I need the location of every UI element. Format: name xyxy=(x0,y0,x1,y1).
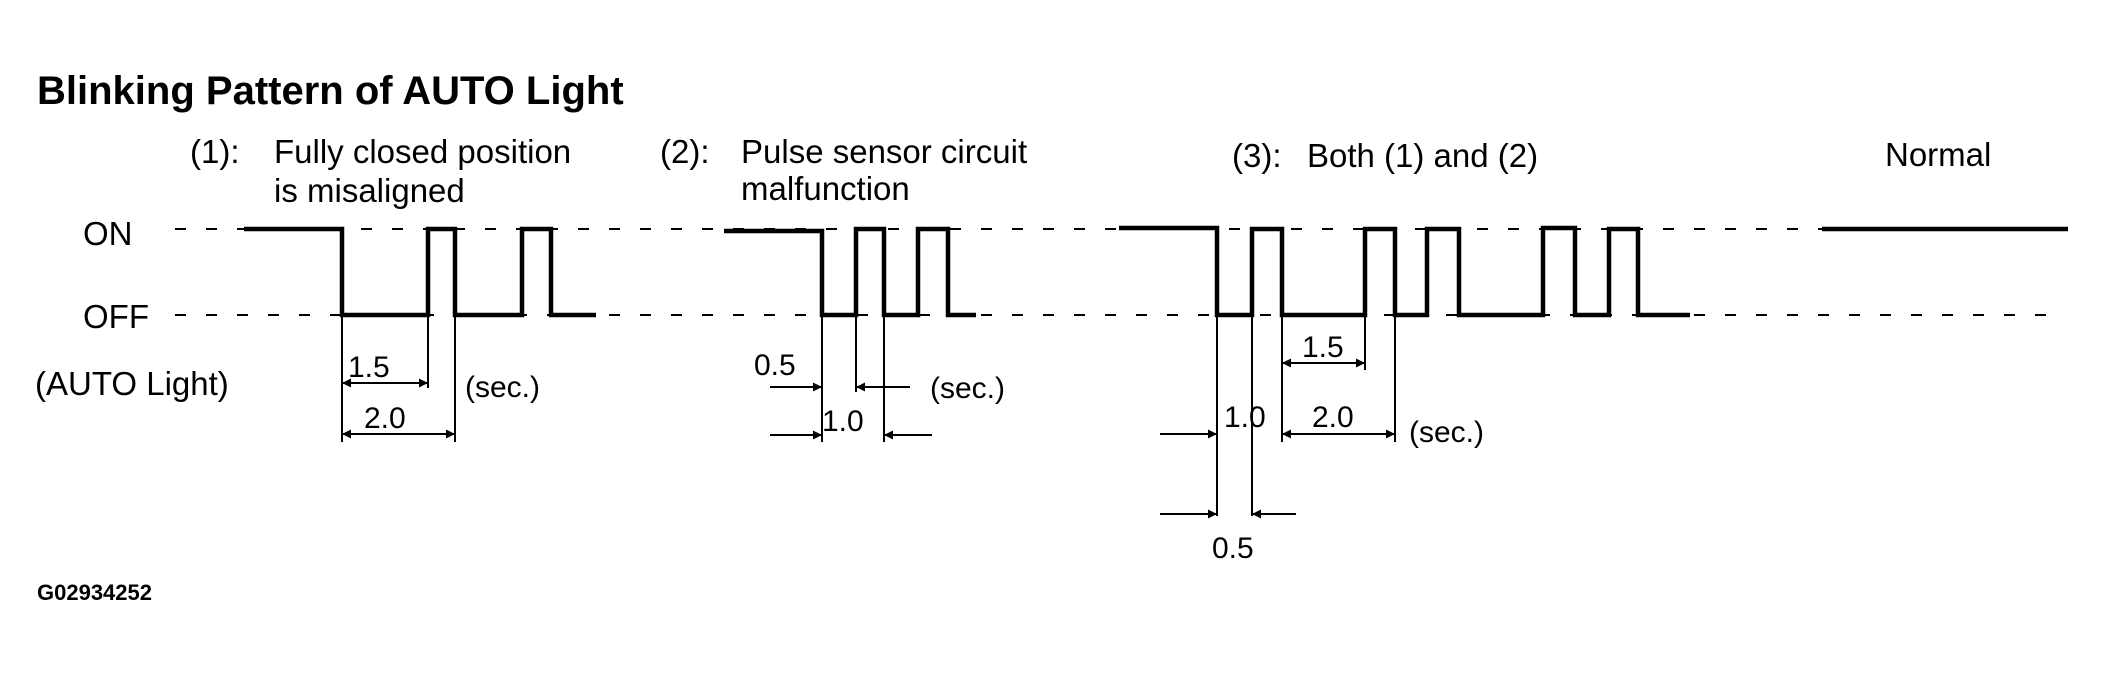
pattern-1-period-value: 2.0 xyxy=(364,402,406,435)
pattern-1: (1): Fully closed position is misaligned… xyxy=(190,133,596,442)
pattern-3: (3): Both (1) and (2) 1.5 1.0 2.0 (sec.)… xyxy=(1119,137,1690,565)
pattern-2-off-time-value: 0.5 xyxy=(754,349,796,382)
pattern-2-description-line1: Pulse sensor circuit xyxy=(741,133,1027,170)
pattern-1-waveform xyxy=(244,226,596,318)
pattern-1-off-time-value: 1.5 xyxy=(348,351,390,384)
pattern-3-unit: (sec.) xyxy=(1409,416,1484,449)
pattern-1-unit: (sec.) xyxy=(465,371,540,404)
pattern-3-description-line1: Both (1) and (2) xyxy=(1307,137,1538,174)
pattern-2-period-value: 1.0 xyxy=(822,405,864,438)
pattern-3-long-period-value: 2.0 xyxy=(1312,401,1354,434)
diagram-title: Blinking Pattern of AUTO Light xyxy=(37,69,624,113)
on-level-label: ON xyxy=(83,215,133,252)
pattern-1-description-line1: Fully closed position xyxy=(274,133,571,170)
pattern-3-waveform xyxy=(1119,225,1690,318)
pattern-2: (2): Pulse sensor circuit malfunction 0.… xyxy=(660,133,1027,442)
pattern-normal: Normal xyxy=(1822,136,2068,232)
pattern-2-description-line2: malfunction xyxy=(741,170,910,207)
pattern-3-short-period-value: 1.0 xyxy=(1224,401,1266,434)
auto-light-label: (AUTO Light) xyxy=(35,365,229,402)
pattern-3-short-off-time-value: 0.5 xyxy=(1212,532,1254,565)
pattern-3-long-off-time-value: 1.5 xyxy=(1302,331,1344,364)
figure-code: G02934252 xyxy=(37,580,152,605)
off-level-label: OFF xyxy=(83,298,149,335)
pattern-3-tag: (3): xyxy=(1232,137,1282,174)
pattern-1-tag: (1): xyxy=(190,133,240,170)
pattern-1-description-line2: is misaligned xyxy=(274,172,465,209)
pattern-normal-label: Normal xyxy=(1885,136,1991,173)
pattern-2-unit: (sec.) xyxy=(930,372,1005,405)
pattern-2-tag: (2): xyxy=(660,133,710,170)
pattern-2-waveform xyxy=(724,226,976,318)
